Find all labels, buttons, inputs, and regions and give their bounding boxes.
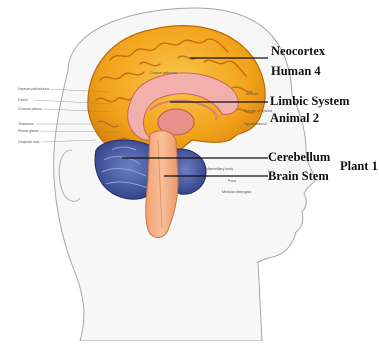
label-mammillary: Mammillary body <box>206 167 233 171</box>
label-medulla: Medulla oblongata <box>222 190 251 194</box>
label-sylvius: Fissure of Sylvius <box>244 109 272 113</box>
label-choroid: Choroid plexus <box>18 107 42 111</box>
limbic-system-label: Limbic System <box>270 94 350 108</box>
brainstem-label: Brain Stem <box>268 169 329 183</box>
neocortex-label: Neocortex <box>271 44 325 58</box>
label-corpus: Corpus callosum <box>150 71 177 75</box>
plant-label: Plant 1 <box>340 159 378 173</box>
label-septum: Septum pellucidum <box>18 87 49 91</box>
label-fornix: Fornix <box>18 98 28 102</box>
neocortex-human-label: Human 4 <box>271 64 321 78</box>
cerebellum-label: Cerebellum <box>268 150 330 164</box>
limbic-animal-label: Animal 2 <box>270 111 319 125</box>
label-pineal: Pineal gland <box>18 129 38 133</box>
label-hypothalamus: Hypothalamus <box>244 122 267 126</box>
label-thalamus: Thalamus <box>18 122 34 126</box>
label-pons: Pons <box>228 179 236 183</box>
label-anterior: Anterior <box>246 92 259 96</box>
label-occipital: Occipital lobe <box>18 140 40 144</box>
